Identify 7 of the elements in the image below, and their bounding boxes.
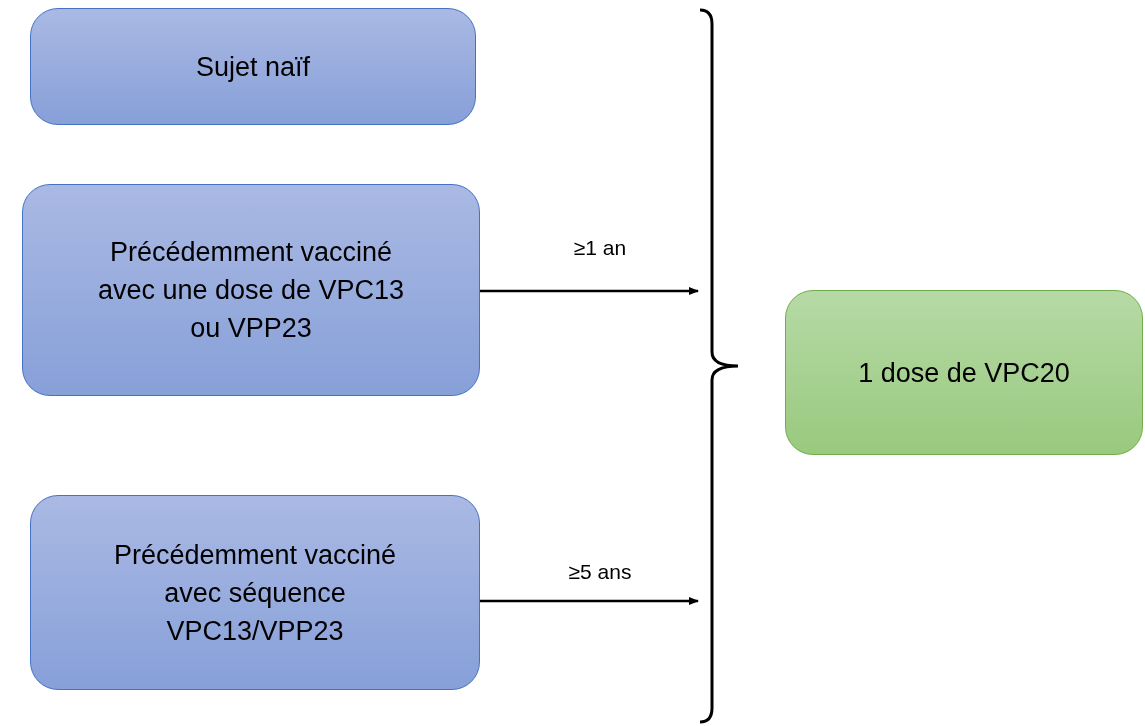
process-box: Sujet naïf <box>30 8 476 125</box>
process-box: 1 dose de VPC20 <box>785 290 1143 455</box>
arrow <box>480 287 699 295</box>
process-box: Précédemment vacciné avec séquence VPC13/VPP23 <box>30 495 480 690</box>
curly-brace <box>698 8 740 724</box>
process-box: Précédemment vacciné avec une dose de VPC13 ou VPP23 <box>22 184 480 396</box>
arrow <box>480 597 699 605</box>
